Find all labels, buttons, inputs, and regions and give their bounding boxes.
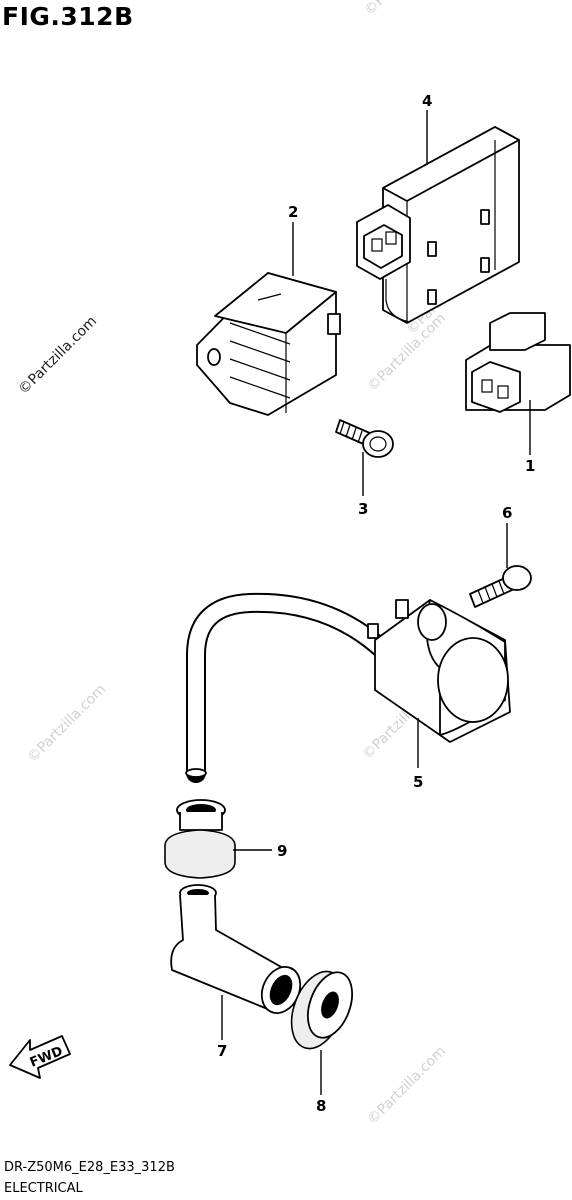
- diagram-name: ELECTRICAL: [4, 1181, 83, 1196]
- callout-7: 7: [217, 1042, 227, 1060]
- diagram-code: DR-Z50M6_E28_E33_312B: [4, 1160, 175, 1175]
- leader-lines: [221, 110, 531, 1095]
- watermark: ©Partzilla.com: [362, 0, 447, 19]
- part-5-ignition-coil: [185, 592, 511, 783]
- callout-2: 2: [288, 203, 298, 221]
- callout-9: 9: [277, 842, 287, 860]
- fwd-arrow-icon: FWD: [9, 1035, 71, 1079]
- part-4-cdi-unit: [356, 126, 520, 324]
- part-7-plug-cap: [170, 884, 302, 1014]
- figure-title: FIG.312B: [2, 2, 134, 31]
- part-1-connector: [465, 312, 571, 413]
- callout-8: 8: [316, 1097, 326, 1115]
- watermark-left: ©Partzilla.com: [16, 313, 101, 398]
- part-2-regulator: [196, 272, 341, 416]
- part-8-seal: [290, 970, 354, 1050]
- callout-4: 4: [422, 92, 432, 110]
- part-6-bolt: [469, 565, 532, 608]
- callout-3: 3: [358, 500, 368, 518]
- part-9-grommet: [164, 799, 236, 879]
- watermark: ©Partzilla.com: [25, 681, 110, 766]
- callouts: 4 2 1 3 6 5 9 7 8: [217, 92, 535, 1115]
- callout-1: 1: [525, 457, 535, 475]
- callout-6: 6: [502, 504, 512, 522]
- watermark: ©Partzilla.com: [365, 1043, 450, 1128]
- part-3-bolt: [335, 419, 394, 458]
- callout-5: 5: [413, 773, 423, 791]
